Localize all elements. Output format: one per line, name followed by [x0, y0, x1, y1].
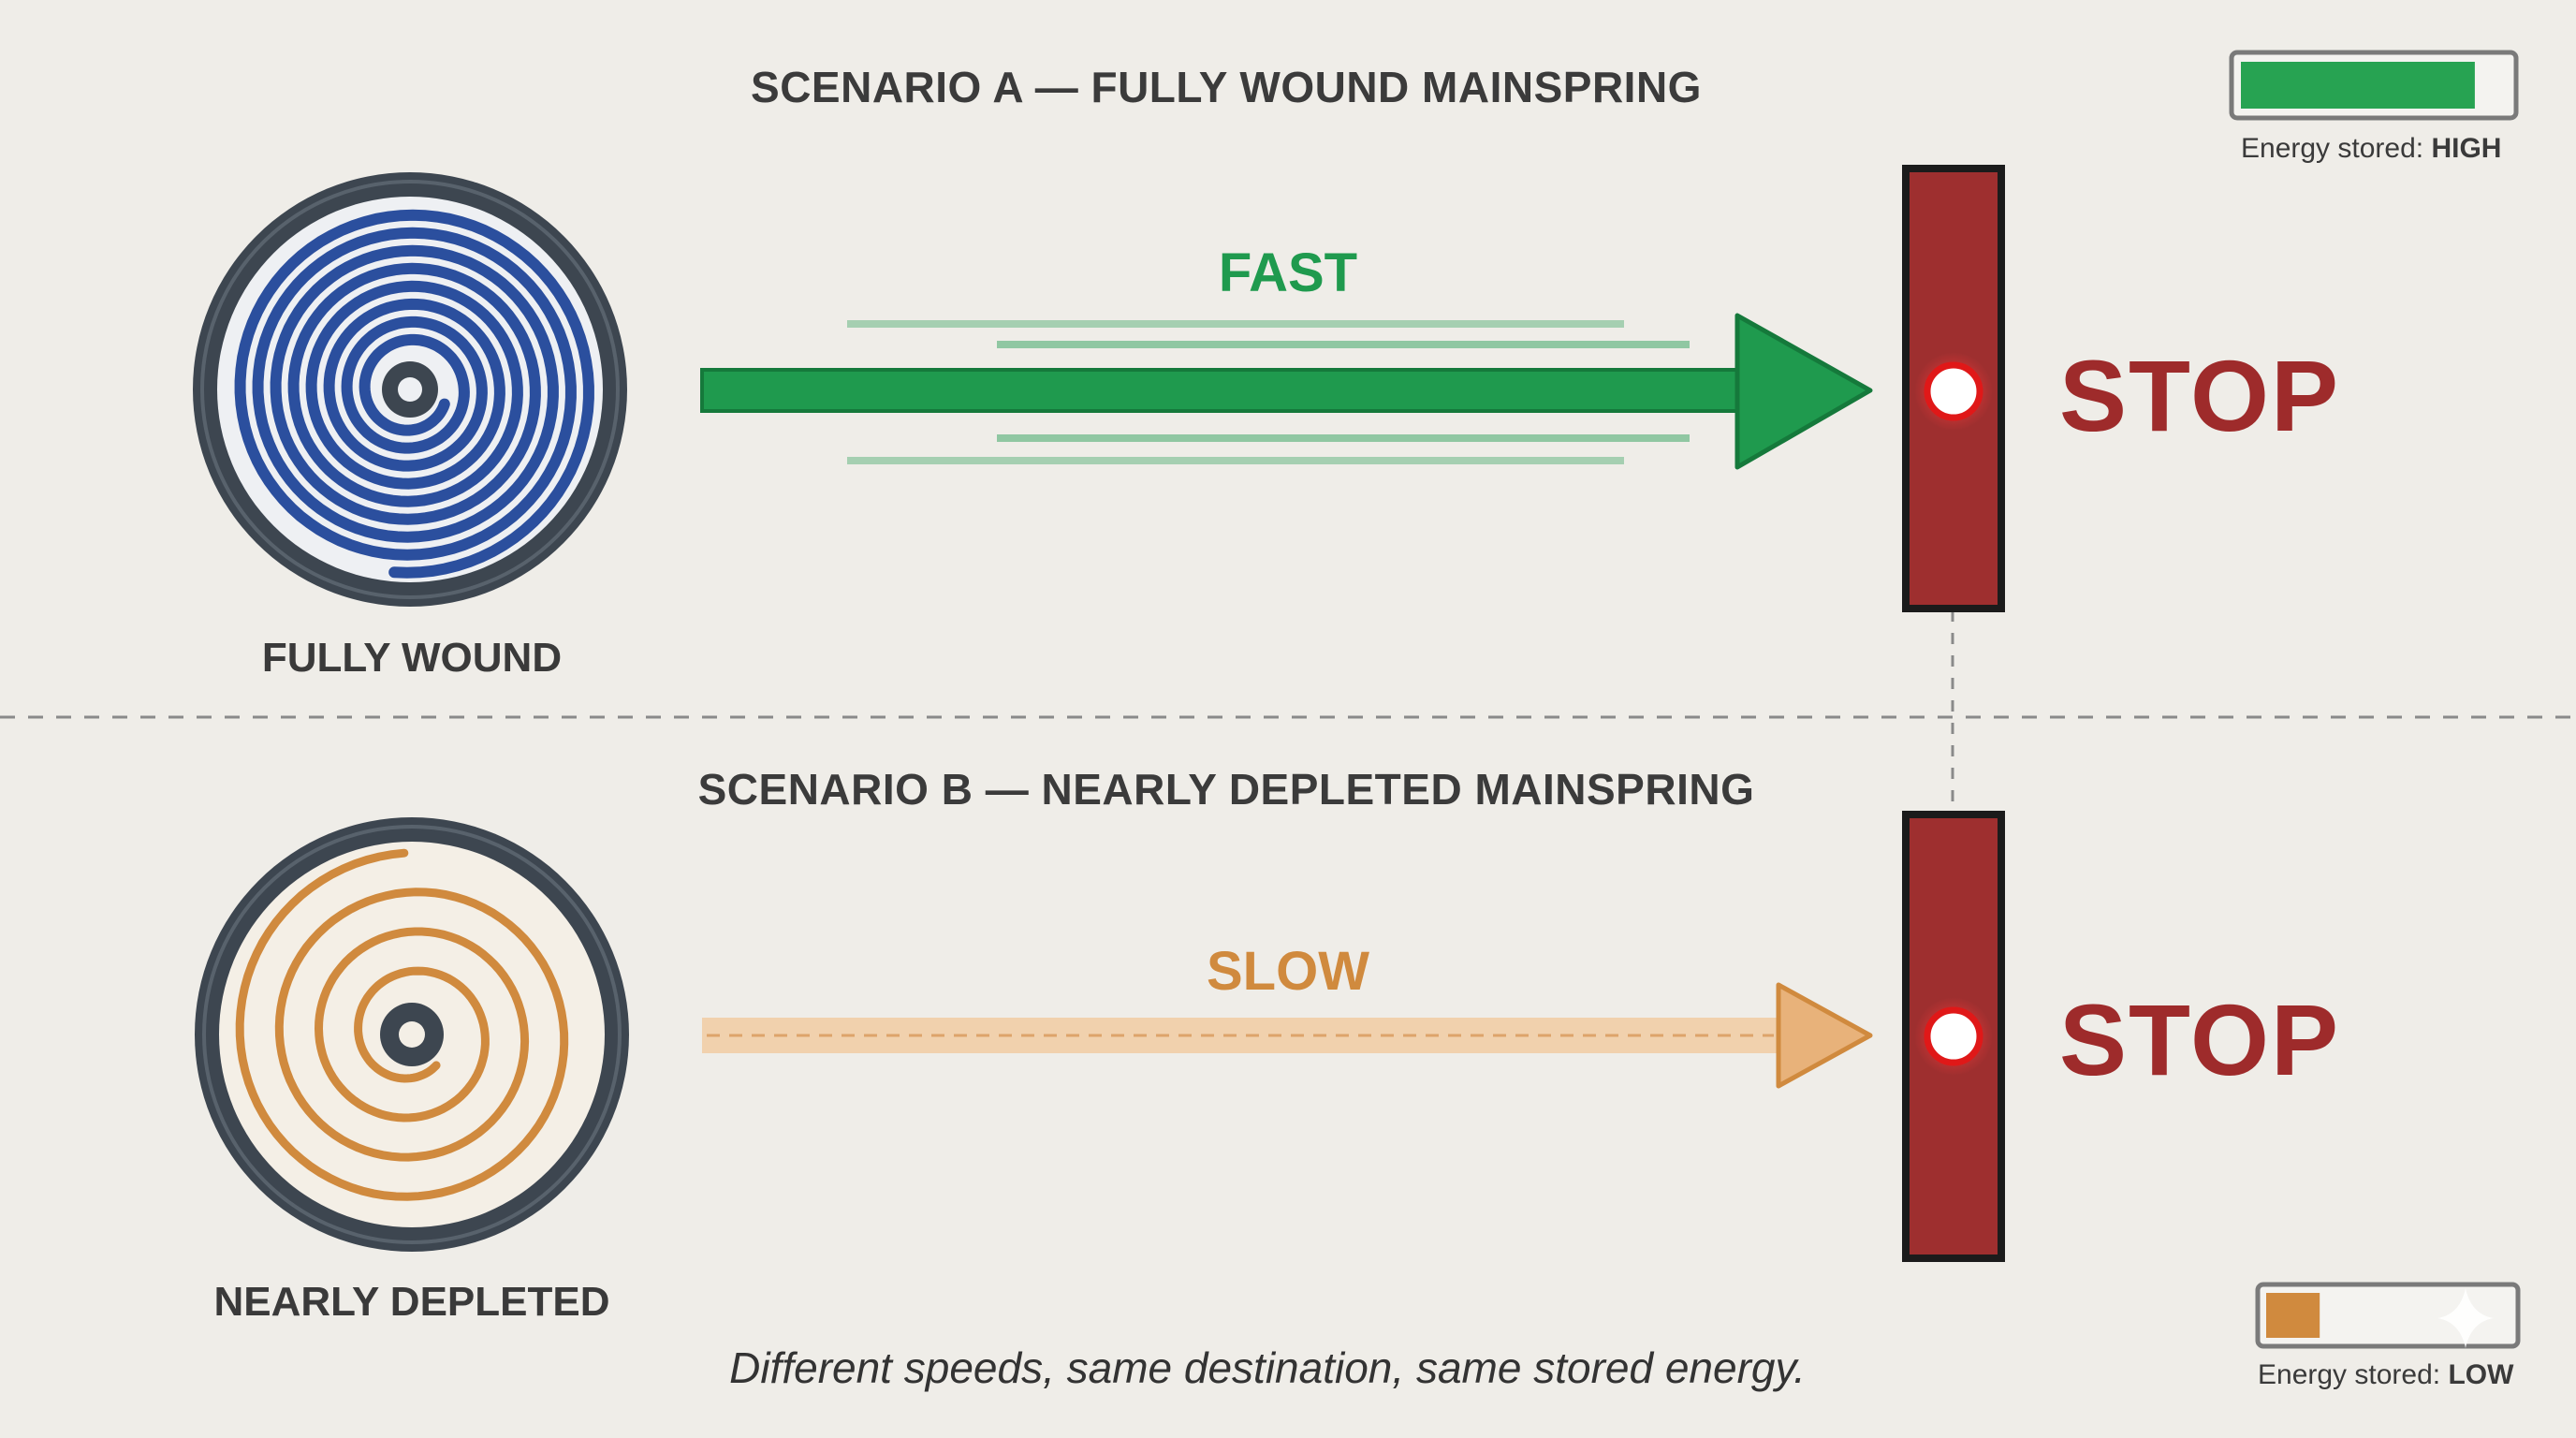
stop-barrier-a — [1902, 165, 2005, 612]
spring-a-label: FULLY WOUND — [261, 635, 563, 681]
slow-label: SLOW — [1207, 941, 1369, 1002]
scenario-a-title: SCENARIO A — FULLY WOUND MAINSPRING — [751, 63, 1702, 111]
energy-meter-b — [2255, 1282, 2521, 1349]
caption: Different speeds, same destination, same… — [729, 1343, 1806, 1392]
spring-a-icon — [193, 172, 627, 607]
energy-prefix-a: Energy stored: — [2241, 133, 2424, 164]
slow-arrow — [702, 982, 1873, 1089]
energy-meter-a — [2229, 50, 2519, 121]
spring-b-icon — [195, 817, 629, 1252]
energy-level-b: LOW — [2448, 1359, 2514, 1390]
stop-barrier-b — [1902, 811, 2005, 1262]
stop-label-b: STOP — [2059, 983, 2341, 1096]
sparkle-icon — [2437, 1288, 2494, 1348]
fast-label: FAST — [1218, 242, 1358, 303]
energy-label-a: Energy stored: HIGH — [2241, 133, 2501, 165]
energy-level-a: HIGH — [2431, 133, 2502, 164]
energy-prefix-b: Energy stored: — [2258, 1359, 2441, 1390]
spring-b-label: NEARLY DEPLETED — [213, 1279, 610, 1325]
scenario-b-title: SCENARIO B — NEARLY DEPLETED MAINSPRING — [697, 765, 1755, 814]
stop-label-a: STOP — [2059, 339, 2341, 452]
fast-arrow — [700, 313, 1873, 470]
energy-label-b: Energy stored: LOW — [2258, 1359, 2513, 1391]
